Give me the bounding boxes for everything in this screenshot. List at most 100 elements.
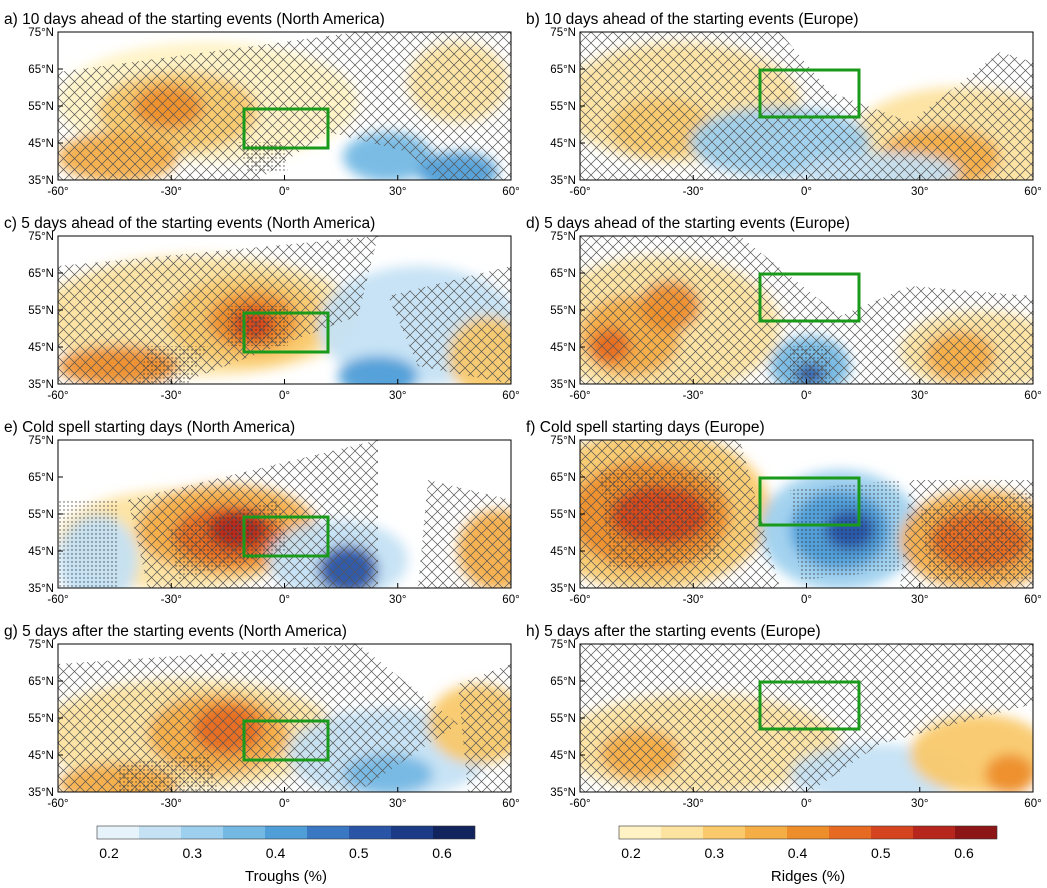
lat-tick-label: 35°N bbox=[28, 583, 54, 595]
lat-tick-label: 55°N bbox=[28, 713, 54, 725]
target-region-box bbox=[758, 272, 861, 323]
colorbar-label: 0.6 bbox=[954, 845, 974, 861]
significance-stipple bbox=[58, 500, 118, 588]
lat-tick-label: 55°N bbox=[550, 509, 576, 521]
panel-title: e) Cold spell starting days (North Ameri… bbox=[4, 419, 295, 436]
lat-tick-label: 65°N bbox=[550, 676, 576, 688]
colorbar-label: 0.6 bbox=[432, 845, 452, 861]
lat-tick-label: 65°N bbox=[550, 472, 576, 484]
lat-tick-label: 65°N bbox=[28, 472, 54, 484]
colorbar-swatch bbox=[265, 826, 307, 839]
map-panel-d: d) 5 days ahead of the starting events (… bbox=[526, 215, 1042, 402]
colorbar-label: 0.2 bbox=[621, 845, 641, 861]
colorbar-swatch bbox=[955, 826, 997, 839]
lat-tick-label: 75°N bbox=[550, 639, 576, 651]
colorbar-swatch bbox=[139, 826, 181, 839]
lat-tick-label: 45°N bbox=[550, 546, 576, 558]
map-panel-e: e) Cold spell starting days (North Ameri… bbox=[4, 419, 520, 606]
lat-tick-label: 45°N bbox=[28, 750, 54, 762]
lon-tick-label: -30° bbox=[161, 594, 182, 606]
significance-stipple bbox=[790, 480, 900, 580]
map-panel-g: g) 5 days after the starting events (Nor… bbox=[4, 623, 520, 810]
lon-tick-label: 30° bbox=[389, 594, 406, 606]
significance-stipple bbox=[920, 490, 1033, 580]
lon-tick-label: 0° bbox=[801, 390, 812, 402]
lon-tick-label: -30° bbox=[683, 594, 704, 606]
lat-tick-label: 35°N bbox=[28, 175, 54, 187]
significance-stipple bbox=[118, 754, 218, 792]
lon-tick-label: 60° bbox=[1024, 186, 1041, 198]
lat-tick-label: 35°N bbox=[28, 787, 54, 799]
significance-hatch bbox=[388, 266, 511, 384]
target-region-box bbox=[242, 515, 330, 558]
lon-tick-label: -60° bbox=[569, 798, 590, 810]
lat-tick-label: 65°N bbox=[28, 64, 54, 76]
lat-tick-label: 45°N bbox=[550, 750, 576, 762]
colorbar-swatch bbox=[433, 826, 475, 839]
lat-tick-label: 75°N bbox=[28, 435, 54, 447]
lon-tick-label: -30° bbox=[683, 186, 704, 198]
lat-tick-label: 65°N bbox=[550, 64, 576, 76]
lon-tick-label: -60° bbox=[47, 186, 68, 198]
lon-tick-label: 60° bbox=[1024, 594, 1041, 606]
lat-tick-label: 55°N bbox=[28, 101, 54, 113]
significance-stipple bbox=[168, 500, 288, 580]
lat-tick-label: 35°N bbox=[28, 379, 54, 391]
lat-tick-label: 55°N bbox=[550, 101, 576, 113]
panel-title: b) 10 days ahead of the starting events … bbox=[526, 11, 859, 28]
lon-tick-label: 30° bbox=[911, 798, 928, 810]
lon-tick-label: -30° bbox=[683, 390, 704, 402]
map-panel-b: b) 10 days ahead of the starting events … bbox=[526, 11, 1042, 198]
lat-tick-label: 55°N bbox=[28, 509, 54, 521]
lon-tick-label: -30° bbox=[161, 390, 182, 402]
lon-tick-label: -30° bbox=[683, 798, 704, 810]
target-region-box bbox=[758, 476, 861, 527]
lat-tick-label: 65°N bbox=[28, 268, 54, 280]
significance-stipple bbox=[600, 470, 720, 570]
colorbar-swatch bbox=[745, 826, 787, 839]
panel-title: c) 5 days ahead of the starting events (… bbox=[4, 215, 375, 232]
target-region-box bbox=[242, 719, 330, 762]
lon-tick-label: -60° bbox=[47, 798, 68, 810]
lat-tick-label: 35°N bbox=[550, 175, 576, 187]
lat-tick-label: 75°N bbox=[550, 231, 576, 243]
significance-hatch bbox=[58, 236, 378, 384]
lon-tick-label: -60° bbox=[569, 594, 590, 606]
lat-tick-label: 35°N bbox=[550, 583, 576, 595]
colorbar-swatch bbox=[307, 826, 349, 839]
lon-tick-label: -60° bbox=[47, 390, 68, 402]
target-region-box bbox=[758, 68, 861, 119]
lat-tick-label: 55°N bbox=[550, 713, 576, 725]
lon-tick-label: -30° bbox=[161, 186, 182, 198]
significance-stipple bbox=[790, 346, 830, 384]
map-panel-h: h) 5 days after the starting events (Eur… bbox=[526, 623, 1042, 810]
lon-tick-label: -60° bbox=[569, 186, 590, 198]
significance-hatch bbox=[580, 236, 1033, 384]
lon-tick-label: 60° bbox=[502, 186, 519, 198]
lon-tick-label: 0° bbox=[801, 798, 812, 810]
lon-tick-label: 60° bbox=[502, 798, 519, 810]
lon-tick-label: 0° bbox=[279, 390, 290, 402]
significance-hatch bbox=[58, 32, 511, 180]
significance-hatch bbox=[58, 644, 458, 792]
map-panel-f: f) Cold spell starting days (Europe)75°N… bbox=[526, 419, 1042, 606]
colorbar-label: 0.3 bbox=[705, 845, 725, 861]
lon-tick-label: 60° bbox=[1024, 390, 1041, 402]
colorbar-swatch bbox=[619, 826, 661, 839]
colorbar-swatch bbox=[829, 826, 871, 839]
lon-tick-label: 30° bbox=[389, 186, 406, 198]
colorbar-label: 0.5 bbox=[871, 845, 891, 861]
significance-stipple bbox=[138, 346, 208, 384]
lat-tick-label: 45°N bbox=[550, 138, 576, 150]
lat-tick-label: 55°N bbox=[550, 305, 576, 317]
map-panel-c: c) 5 days ahead of the starting events (… bbox=[4, 215, 520, 402]
significance-hatch bbox=[580, 644, 1033, 792]
lat-tick-label: 55°N bbox=[28, 305, 54, 317]
lon-tick-label: 60° bbox=[502, 594, 519, 606]
lat-tick-label: 75°N bbox=[550, 435, 576, 447]
lon-tick-label: 0° bbox=[279, 594, 290, 606]
lat-tick-label: 45°N bbox=[28, 546, 54, 558]
target-region-box bbox=[242, 107, 330, 150]
significance-hatch bbox=[418, 480, 511, 588]
